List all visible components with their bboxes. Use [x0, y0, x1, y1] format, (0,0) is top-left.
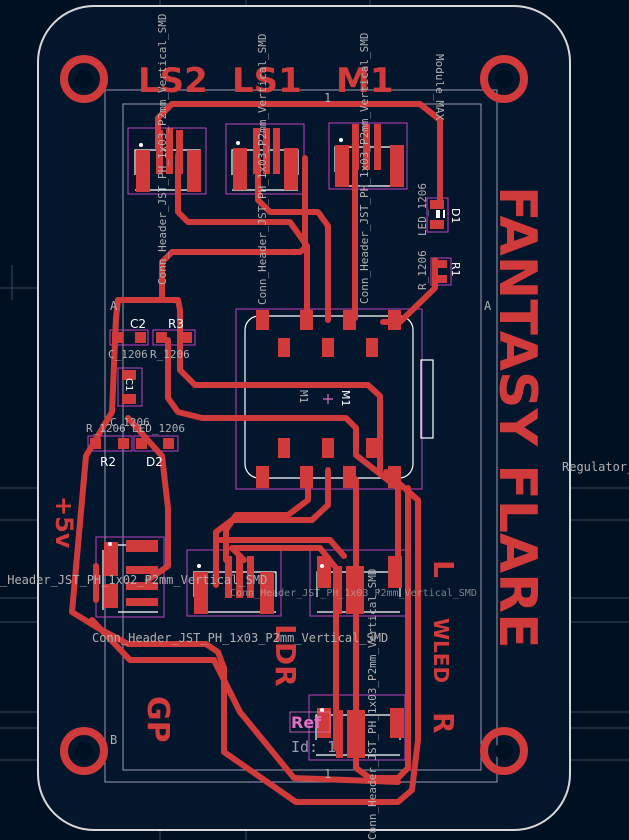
- silk-c2: C2: [130, 317, 146, 331]
- mounting-hole-bottom-right: [480, 727, 528, 775]
- module-notch: [420, 359, 434, 439]
- silk-c1: C1: [123, 378, 134, 391]
- silk-r1: R1: [449, 262, 462, 277]
- fab-r1206-left: R_1206: [86, 422, 126, 435]
- mounting-holes: [60, 55, 528, 775]
- label-m1: M1: [336, 61, 394, 101]
- silk-m1-a: M1: [339, 390, 352, 407]
- fab-module-max: Module_MAX: [433, 54, 446, 121]
- label-ls1: LS1: [232, 61, 302, 101]
- fab-r1206-mid: R_1206: [150, 348, 190, 361]
- label-plus5v: +5v: [50, 496, 78, 549]
- ref-label: Ref: [291, 713, 322, 732]
- fab-c1206: C_1206: [108, 348, 148, 361]
- mounting-hole-bottom-left: [60, 727, 108, 775]
- fab-conn-bottom: Conn_Header_JST_PH_1x03_P2mm_Vertical_SM…: [366, 568, 379, 840]
- fab-conn-horizontal-2: Conn_Header_JST_PH_1x03_P2mm_Vertical_SM…: [230, 588, 477, 599]
- fab-led1206-left: LED_1206: [132, 422, 185, 435]
- small-part-courtyards: [87, 197, 452, 452]
- id-label: Id: 1: [291, 738, 336, 756]
- silk-m1-b: M1: [297, 390, 310, 403]
- label-ls2: LS2: [138, 61, 208, 101]
- label-r: R: [427, 712, 460, 734]
- label-l: L: [427, 560, 460, 578]
- mounting-hole-top-right: [480, 55, 528, 103]
- silk-r3: R3: [168, 317, 184, 331]
- board-title: FANTASY FLARE: [487, 186, 547, 649]
- fab-ref-a-right: A: [484, 299, 492, 313]
- label-ldr: LDR: [269, 624, 302, 687]
- ref-box: [289, 711, 331, 733]
- fab-conn-left: _Header_JST_PH_1x02_P2mm_Vertical_SMD: [0, 573, 267, 587]
- fab-one-top: 1: [324, 91, 331, 105]
- silk-d1: D1: [449, 208, 462, 223]
- fab-c1206-b: C_1206: [110, 416, 150, 429]
- silk-d2: D2: [146, 455, 163, 469]
- module-center-marker: [323, 394, 333, 404]
- fab-conn-horizontal-1: Conn_Header_JST_PH_1x03_P2mm_Vertical_SM…: [92, 631, 388, 645]
- mounting-hole-top-left: [60, 55, 108, 103]
- silk-r2: R2: [100, 455, 116, 469]
- fab-conn-ls1: Conn_Header_JST_PH_1x03_P2mm_Vertical_SM…: [256, 33, 269, 305]
- fab-led1206-upper-right: LED_1206: [416, 183, 429, 236]
- fab-ref-a-left: A: [110, 299, 118, 313]
- copper-pads: [90, 124, 447, 758]
- fab-r1206-upper-right: R_1206: [416, 250, 429, 290]
- fab-regulator: Regulator_: [562, 460, 629, 474]
- fab-conn-m1: Conn_Header_JST_PH_1x03_P2mm_Vertical_SM…: [358, 32, 371, 304]
- fab-one-bottom: 1: [324, 767, 331, 781]
- fab-ref-b: B: [110, 733, 117, 747]
- silk-marks: [108, 138, 445, 712]
- fab-conn-ls2: Conn_Header_JST_PH_1x03_P2mm_Vertical_SM…: [156, 13, 169, 285]
- label-wled: WLED: [429, 618, 453, 683]
- label-gp: GP: [140, 696, 175, 743]
